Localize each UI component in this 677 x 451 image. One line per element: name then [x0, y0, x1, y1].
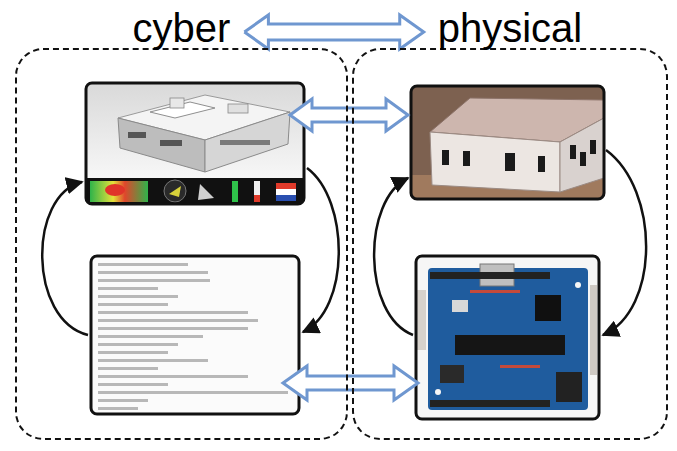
house-model-photo [590, 140, 596, 154]
code-listing [98, 279, 210, 282]
code-listing [98, 327, 248, 330]
house-model-photo [560, 118, 604, 192]
cycle-arrow [603, 150, 646, 335]
building-render [276, 189, 296, 195]
region-panel: cyber [15, 0, 348, 440]
building-render [276, 195, 296, 201]
code-listing [98, 303, 168, 306]
arduino-board [452, 300, 468, 312]
building-render [90, 181, 148, 202]
building-render [86, 178, 304, 204]
arduino-board [428, 268, 588, 410]
region-panel: physical [352, 0, 668, 440]
code-listing [98, 367, 158, 370]
building-render [198, 184, 214, 200]
building-render [220, 140, 270, 145]
building-render [169, 186, 181, 197]
arduino-board [575, 282, 581, 288]
region-heading-box: physical [352, 4, 668, 52]
cycle-arrow [374, 178, 413, 335]
region-heading: cyber [133, 6, 231, 50]
arduino-board [440, 365, 464, 383]
code-listing [98, 295, 178, 298]
double-arrow [244, 15, 423, 49]
code-listing [98, 271, 208, 274]
house-model-photo [411, 86, 604, 199]
house-model-photo [505, 153, 515, 171]
arduino-board [416, 256, 599, 419]
code-listing [98, 263, 288, 410]
building-render [160, 140, 182, 146]
dashed-region-border [352, 48, 668, 440]
building-render [228, 104, 248, 113]
code-listing [98, 399, 148, 402]
building-render [254, 181, 260, 202]
building-render [105, 184, 125, 196]
house-model-photo [411, 86, 604, 199]
building-render [86, 83, 304, 204]
arduino-board [470, 290, 520, 293]
house-model-photo [570, 145, 576, 159]
region-heading-box: cyber [15, 4, 348, 52]
code-listing [98, 335, 203, 338]
code-listing [91, 256, 299, 414]
building-render [86, 83, 304, 204]
code-listing [98, 343, 178, 346]
building-render [205, 112, 290, 172]
arduino-board [556, 372, 582, 402]
arduino-board [435, 389, 441, 395]
cycle-arrow [303, 168, 339, 332]
code-listing [98, 359, 208, 362]
arduino-board [455, 335, 565, 355]
arduino-board [416, 256, 599, 419]
building-render [170, 98, 184, 108]
building-render [254, 195, 260, 202]
building-render [276, 183, 296, 189]
building-render [164, 180, 186, 202]
building-render [86, 83, 304, 204]
building-render [232, 181, 238, 202]
house-model-photo [411, 86, 604, 199]
code-listing [98, 383, 168, 386]
code-listing [98, 311, 248, 314]
house-model-photo [580, 152, 586, 166]
code-listing [98, 287, 158, 290]
arduino-board [416, 256, 599, 419]
arduino-board [500, 365, 540, 368]
dashed-region-border [15, 48, 348, 440]
house-model-photo [538, 156, 545, 172]
building-render [118, 118, 205, 172]
house-model-photo [463, 151, 470, 166]
code-listing [98, 375, 248, 378]
building-render [128, 132, 146, 138]
code-listing [98, 391, 288, 394]
house-model-photo [442, 150, 449, 165]
arduino-board [590, 285, 597, 375]
link-arrow [283, 366, 418, 400]
arduino-board [535, 295, 561, 321]
house-model-photo [411, 86, 604, 199]
cycle-arrow [42, 182, 88, 335]
code-listing [98, 351, 168, 354]
code-listing [98, 319, 258, 322]
building-render [86, 83, 304, 204]
arduino-board [416, 256, 599, 419]
arduino-board [430, 400, 550, 407]
region-heading: physical [438, 6, 583, 50]
link-arrow [283, 99, 418, 400]
link-arrow [290, 99, 408, 131]
code-listing [98, 407, 138, 410]
code-listing [91, 256, 299, 414]
house-model-photo [430, 132, 560, 192]
arduino-board [430, 272, 550, 279]
code-listing [98, 263, 188, 266]
